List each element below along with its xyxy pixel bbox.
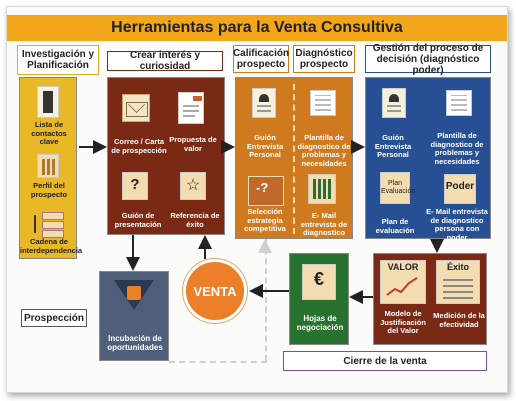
template-icon (310, 90, 336, 116)
star-icon: ☆ (180, 172, 206, 200)
guide-icon (252, 88, 276, 118)
panel-crear: Correo / Carta de prospección Propuesta … (107, 77, 225, 235)
item-label: Guión Entrevista Personal (374, 133, 412, 159)
plan-evaluation-icon: Plan Evaluación (380, 172, 415, 204)
power-icon: Poder (444, 174, 476, 204)
header-diagnostico: Diagnóstico prospecto (293, 45, 355, 73)
item-label: Hojas de negociación (296, 314, 344, 332)
header-crear: Crear interés y curiosidad (107, 50, 223, 72)
item-label: Lista de contactos clave (31, 120, 67, 146)
panel-cierre: VALOR Modelo de Justificación del Valor … (373, 253, 487, 345)
dashed-path-vertical (265, 239, 267, 361)
item-label: Correo / Carta de prospección (111, 137, 167, 155)
panel-hojas: € Hojas de negociación (289, 253, 349, 345)
email-icon (308, 174, 336, 204)
document-icon (178, 92, 204, 124)
panel-gestion: Guión Entrevista Personal Plantilla de d… (365, 77, 491, 242)
diagram-title: Herramientas para la Venta Consultiva (7, 15, 507, 41)
panel-incubacion: Incubación de oportunidades (99, 271, 169, 361)
item-label: E- Mail entrevista de diagnostico person… (426, 207, 488, 242)
item-label: Plantilla de diagnostico de problemas y … (430, 131, 484, 166)
item-label: Guión Entrevista Personal (246, 133, 284, 159)
building-icon (37, 154, 59, 178)
panel-investigacion: Lista de contactos clave Perfil del pros… (19, 77, 83, 259)
item-label: Guión de presentación (114, 211, 162, 229)
envelope-icon (122, 94, 150, 122)
panel-divider (293, 84, 295, 234)
item-label: E- Mail entrevista de diagnostico (300, 211, 348, 237)
panel-calificacion-diagnostico: Guión Entrevista Personal -? Selección e… (235, 77, 353, 239)
item-label: Medición de la efectividad (433, 311, 485, 329)
question-icon: ? (122, 172, 148, 200)
header-gestion: Gestión del proceso de decisión (diagnós… (365, 43, 491, 76)
item-label: Cadena de interdependencia (20, 237, 83, 255)
hourglass-icon (114, 280, 154, 310)
diagram-card: Herramientas para la Venta Consultiva In… (6, 6, 508, 393)
header-investigacion: Investigación y Planificación (17, 45, 99, 75)
venta-circle: VENTA (183, 259, 247, 323)
item-label: Perfil del prospecto (30, 181, 68, 199)
item-label: Plan de evaluación (375, 217, 415, 235)
contact-list-icon (37, 86, 59, 118)
guide-icon (382, 88, 406, 118)
item-label: Modelo de Justificación del Valor (380, 309, 426, 335)
header-prospeccion: Prospección (21, 309, 87, 327)
flow-arrows (79, 140, 444, 304)
euro-icon: € (302, 264, 336, 300)
item-label: Plantilla de diagnostico de problemas y … (297, 133, 351, 168)
chain-icon (32, 212, 66, 238)
header-calificacion: Calificación prospecto (233, 45, 289, 73)
template-icon (446, 90, 472, 116)
item-label: Referencia de éxito (170, 211, 220, 229)
header-cierre: Cierre de la venta (283, 351, 487, 371)
item-label: Incubación de oportunidades (107, 334, 163, 352)
item-label: Selección estrategia competitiva (244, 207, 286, 233)
item-label: Propuesta de valor (169, 135, 217, 153)
trend-line-icon (386, 277, 418, 296)
dashed-path-horizontal (169, 361, 267, 363)
strategy-icon: -? (248, 174, 284, 206)
valor-icon: VALOR (380, 260, 426, 304)
exito-icon: Éxito (436, 260, 480, 304)
